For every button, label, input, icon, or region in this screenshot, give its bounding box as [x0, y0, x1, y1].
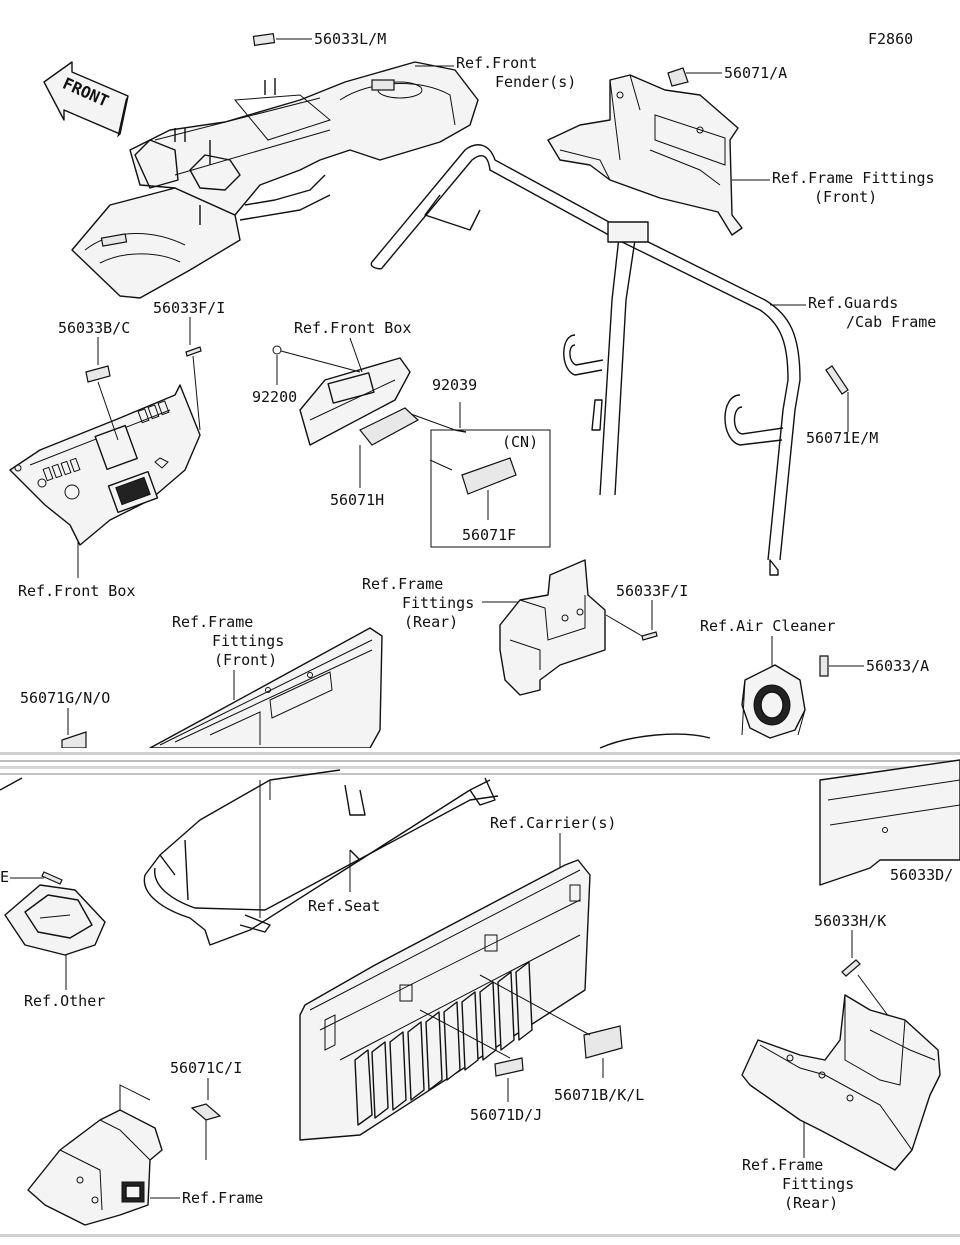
frame-fittings-rear-mid: [499, 559, 606, 696]
label-ref-air-cleaner: Ref.Air Cleaner: [700, 617, 835, 635]
label-ref-frame-fittings-rear-bottom-line3: (Rear): [784, 1194, 838, 1212]
label-ref-frame-fittings-rear-mid-line2: Fittings: [402, 594, 474, 612]
decal-56071c-i: [190, 1103, 222, 1121]
label-cn: (CN): [502, 433, 538, 451]
label-ref-frame-fittings-front-mid-line2: Fittings: [212, 632, 284, 650]
label-ref-frame-fittings-front-top-line2: (Front): [814, 188, 877, 206]
label-56033f-i-mid: 56033F/I: [616, 582, 688, 600]
label-56071b-k-l: 56071B/K/L: [554, 1086, 644, 1104]
label-ref-guards-line1: Ref.Guards: [808, 294, 898, 312]
label-ref-front-box-mid: Ref.Front Box: [294, 319, 411, 337]
decal-56071h: [359, 407, 420, 446]
cab-frame-guards: [370, 144, 801, 576]
label-ref-frame-fittings-front-mid-line1: Ref.Frame: [172, 613, 253, 631]
label-ref-front-fender-line1: Ref.Front: [456, 54, 537, 72]
label-ref-frame-fittings-rear-bottom-line2: Fittings: [782, 1175, 854, 1193]
label-ref-frame-bottom: Ref.Frame: [182, 1189, 263, 1207]
label-ref-frame-fittings-rear-mid-line1: Ref.Frame: [362, 575, 443, 593]
label-ref-carriers: Ref.Carrier(s): [490, 814, 616, 832]
label-56071a: 56071/A: [724, 64, 787, 82]
label-ref-seat: Ref.Seat: [308, 897, 380, 915]
decal-56033h-k: [841, 959, 861, 977]
decal-56071d-j: [494, 1057, 524, 1077]
label-56033f-i-top: 56033F/I: [153, 299, 225, 317]
label-56071d-j: 56071D/J: [470, 1106, 542, 1124]
label-ref-front-fender-line2: Fender(s): [495, 73, 576, 91]
label-56071e-m: 56071E/M: [806, 429, 878, 447]
label-ref-frame-fittings-front-mid-line3: (Front): [214, 651, 277, 669]
label-ref-frame-fittings-front-top-line1: Ref.Frame Fittings: [772, 169, 935, 187]
label-ref-front-box-left: Ref.Front Box: [18, 582, 135, 600]
decal-56033b-c: [85, 365, 111, 383]
label-56033l-m: 56033L/M: [314, 30, 386, 48]
label-e-partial: E: [0, 868, 9, 886]
bottom-scan-strip: [0, 1234, 960, 1237]
label-92200: 92200: [252, 388, 297, 406]
front-box-lid: [299, 337, 411, 446]
front-direction-arrow: FRONT: [43, 61, 129, 138]
label-56033d-partial: 56033D/: [890, 866, 953, 884]
label-56071c-i: 56071C/I: [170, 1059, 242, 1077]
label-56033a: 56033/A: [866, 657, 929, 675]
label-92039: 92039: [432, 376, 477, 394]
label-56033b-c: 56033B/C: [58, 319, 130, 337]
label-ref-guards-line2: /Cab Frame: [846, 313, 936, 331]
label-ref-frame-fittings-rear-bottom-line1: Ref.Frame: [742, 1156, 823, 1174]
figure-id: F2860: [868, 30, 913, 48]
label-ref-other: Ref.Other: [24, 992, 105, 1010]
frame-fittings-rear-bottom: [741, 994, 941, 1171]
decal-56033a: [819, 655, 829, 677]
decal-56033f-i-mid: [641, 631, 658, 641]
other-cover: [4, 884, 106, 956]
decal-56071a: [667, 67, 689, 87]
scan-seam-band: [0, 733, 960, 791]
air-cleaner: [741, 664, 806, 739]
clip-92200: [272, 345, 282, 355]
frame-bottom: [27, 1084, 163, 1226]
frame-fittings-rear-right-mid: [819, 759, 960, 886]
label-ref-frame-fittings-rear-mid-line3: (Rear): [404, 613, 458, 631]
label-56033h-k: 56033H/K: [814, 912, 886, 930]
frame-fittings-front-top: [547, 74, 743, 236]
decal-56071b-k-l: [583, 1025, 623, 1059]
decal-56033f-i-top: [185, 346, 202, 357]
decal-56033l-m: [252, 32, 276, 47]
label-56071g-n-o: 56071G/N/O: [20, 689, 110, 707]
decal-e-partial: [41, 871, 63, 885]
decal-56071g-n-o: [61, 731, 87, 749]
seat-assembly: [143, 769, 499, 946]
decal-56071f: [461, 457, 517, 495]
label-56071h: 56071H: [330, 491, 384, 509]
label-56071f: 56071F: [462, 526, 516, 544]
front-box-dash: [9, 384, 201, 546]
front-fender-assembly: [71, 61, 479, 299]
cn-box: [430, 429, 551, 548]
decal-56071e-m: [825, 365, 849, 395]
